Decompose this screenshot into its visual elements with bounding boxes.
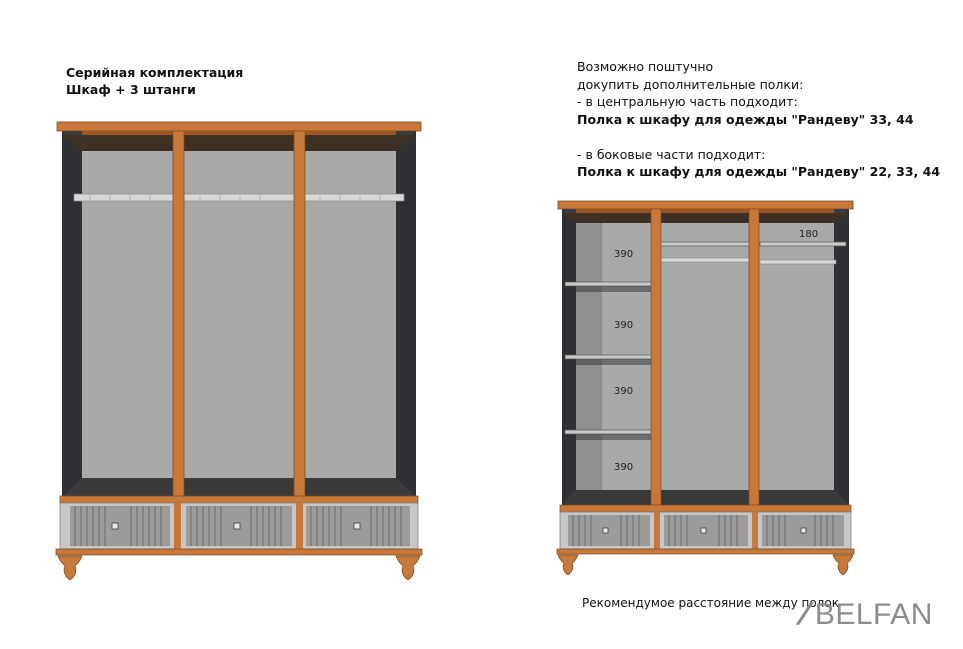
recommended-shelf-distance-caption: Рекомендумое расстояние между полок (582, 596, 839, 610)
note-line-5: - в боковые части подходит: (577, 146, 766, 162)
logo-text: BELFAN (814, 598, 933, 631)
standard-set-heading: Серийная комплектация Шкаф + 3 штанги (66, 64, 243, 98)
shelf-gap-label-3: 390 (614, 386, 633, 397)
standard-set-contents: Шкаф + 3 штанги (66, 82, 196, 97)
note-line-1: Возможно поштучно (577, 59, 714, 74)
shelf-gap-label-2: 390 (614, 320, 633, 331)
note-line-2: докупить дополнительные полки: (577, 76, 804, 92)
optional-shelves-notes: Возможно поштучно докупить дополнительны… (577, 58, 940, 181)
note-line-4: Полка к шкафу для одежды "Рандеву" 33, 4… (577, 111, 914, 127)
note-line-3: - в центральную часть подходит: (577, 94, 798, 109)
top-gap-label: 180 (799, 229, 818, 240)
standard-set-title: Серийная комплектация (66, 65, 244, 80)
shelf-gap-label-4: 390 (614, 462, 633, 473)
note-line-6: Полка к шкафу для одежды "Рандеву" 22, 3… (577, 164, 941, 179)
shelf-gap-label-1: 390 (614, 249, 633, 260)
belfan-logo: /BELFAN (793, 598, 933, 632)
